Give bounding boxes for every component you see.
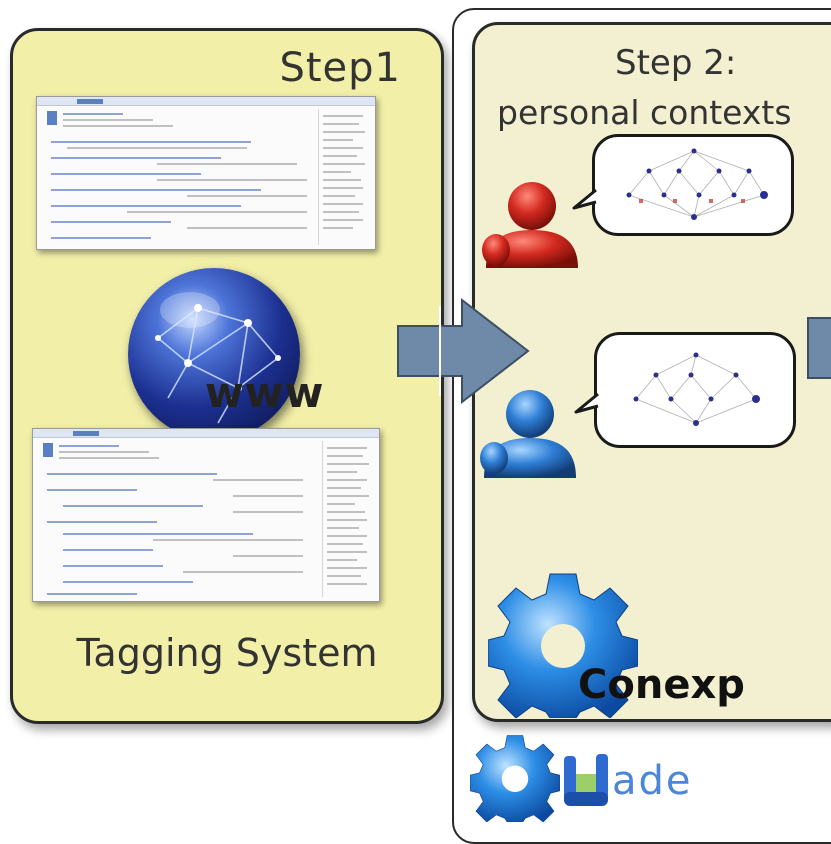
globe-icon [128,268,300,440]
step2-subtitle: personal contexts [497,93,792,132]
tagging-system-label: Tagging System [76,631,378,675]
arrow-right-icon [397,297,530,405]
step1-title: Step1 [279,45,401,91]
bubble-tail-2 [574,392,599,414]
step2-title: Step 2: [615,43,737,83]
lattice-diagram-icon [626,148,768,220]
bubble-tail-1 [572,188,597,210]
user-red-icon [482,182,578,268]
user-blue-icon [480,390,576,478]
arrow-right-partial-icon [807,317,831,379]
bookmark-icon [47,111,57,125]
context-bubble-blue [594,332,796,448]
brand-mark-icon [564,754,608,806]
gear-icon [488,573,638,718]
bookmark-screenshot-bottom [32,428,380,602]
brand-text: ade [612,758,693,804]
conexp-label: Conexp [578,662,745,708]
bookmark-icon-2 [43,443,53,457]
lattice-diagram-icon-2 [633,352,760,426]
context-bubble-red [592,134,794,236]
gear-logo-icon [470,735,560,822]
www-label: www [205,368,325,417]
bookmark-screenshot-top [36,96,376,250]
